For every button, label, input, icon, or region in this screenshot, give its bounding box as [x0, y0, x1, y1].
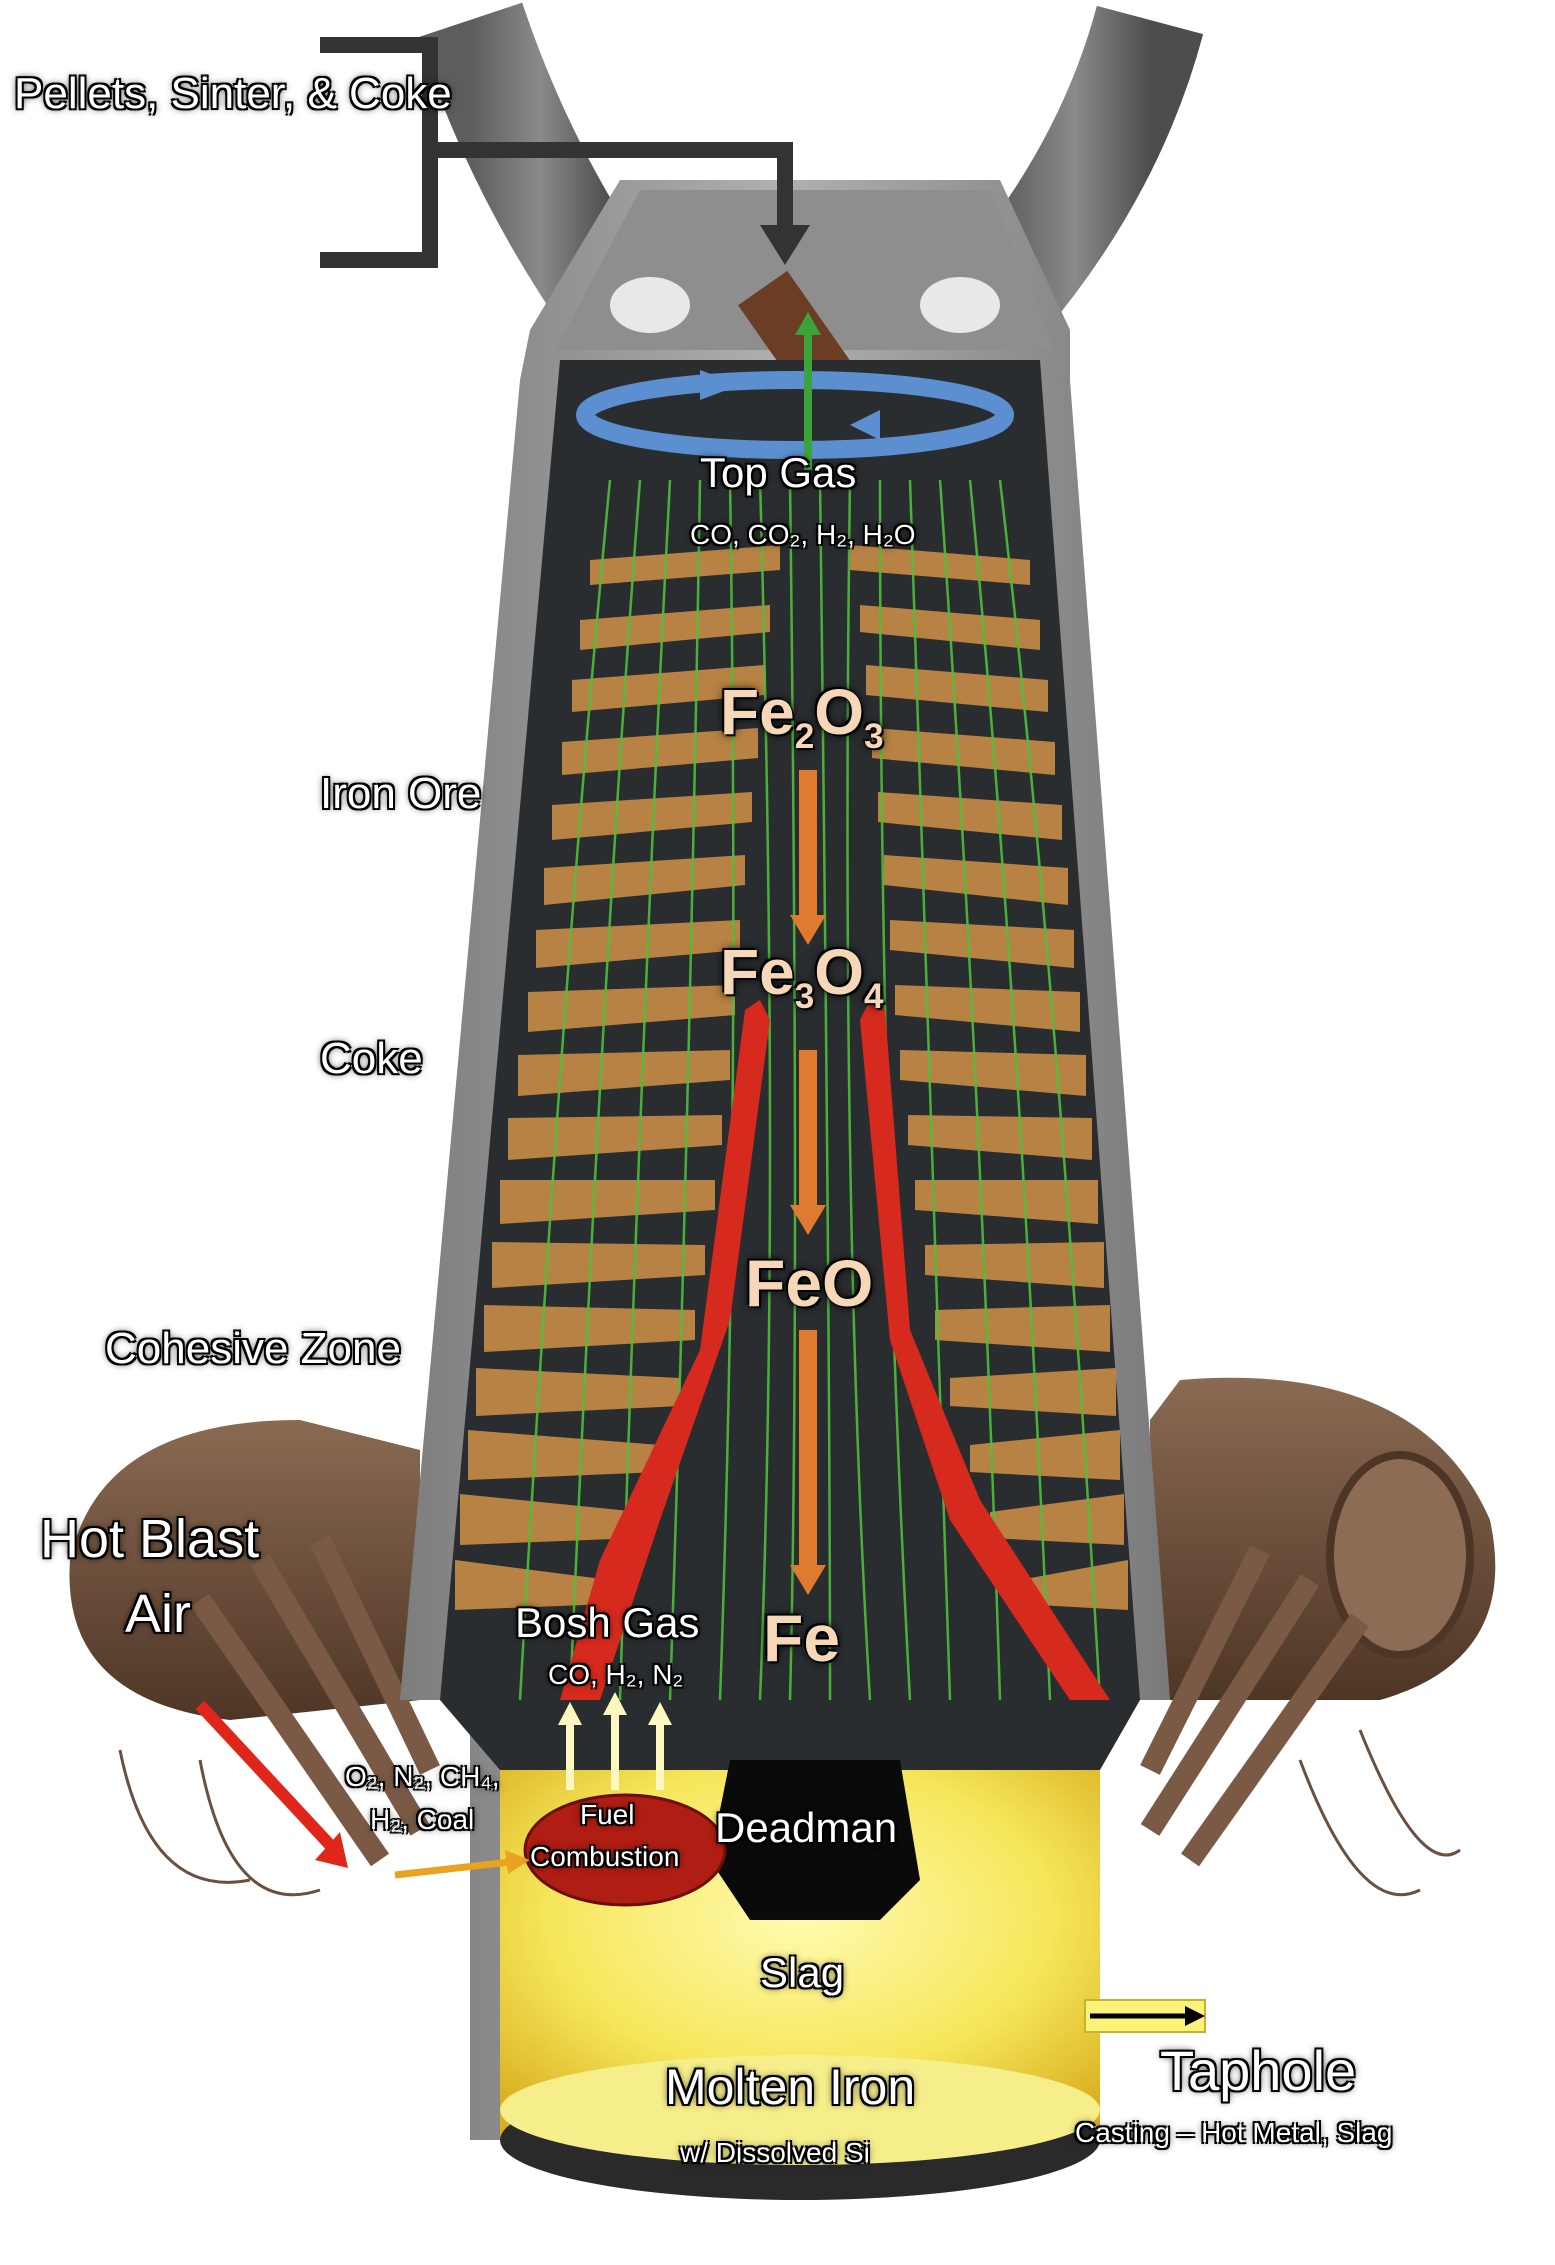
- blast-species-line2: H₂, Coal: [370, 1804, 475, 1835]
- fuel-combustion-line1: Fuel: [580, 1799, 635, 1830]
- chem-wustite: FeO: [745, 1246, 874, 1320]
- hot-blast-arrow: [195, 1700, 335, 1850]
- bosh-gas-label: Bosh Gas: [515, 1599, 700, 1646]
- burden-rotation-arrows: [576, 370, 1014, 459]
- molten-iron-label: Molten Iron: [665, 2059, 916, 2115]
- bosh-gas-species: CO, H₂, N₂: [548, 1659, 684, 1690]
- iron-ore-layers-right: [850, 545, 1128, 1610]
- furnace-interior: [440, 360, 1140, 1770]
- fuel-combustion-zone: [523, 1793, 727, 1907]
- iron-ore-label: Iron Ore: [320, 769, 482, 818]
- tuyere-arrow: [394, 1858, 511, 1879]
- blast-species-line1: O₂, N₂, CH₄,: [345, 1761, 500, 1792]
- slag-label: Slag: [760, 1949, 845, 1996]
- chem-hematite: Fe2O3: [720, 676, 884, 756]
- deadman: [710, 1760, 920, 1920]
- gas-flow-lines: [518, 479, 1102, 1701]
- cohesive-zone: [560, 1000, 1110, 1700]
- deadman-label: Deadman: [715, 1804, 898, 1851]
- hot-blast-label-line1: Hot Blast: [40, 1509, 260, 1569]
- taphole-sub: Casting – Hot Metal, Slag: [1075, 2117, 1393, 2148]
- feed-bracket: [320, 37, 793, 268]
- taphole-label: Taphole: [1160, 2039, 1357, 2102]
- chem-magnetite: Fe3O4: [720, 936, 884, 1016]
- fuel-combustion-line2: Combustion: [530, 1841, 680, 1872]
- coke-label: Coke: [320, 1034, 423, 1083]
- cohesive-zone-label: Cohesive Zone: [105, 1324, 401, 1373]
- bustle-pipe-right: [1140, 1377, 1496, 1897]
- top-gas-species: CO, CO₂, H₂, H₂O: [690, 519, 916, 550]
- hot-blast-label-line2: Air: [125, 1584, 191, 1644]
- chem-iron: Fe: [763, 1601, 841, 1675]
- top-gas-label: Top Gas: [700, 449, 857, 496]
- bustle-pipe-left: [69, 1420, 440, 1897]
- bosh-gas-arrows: [566, 1710, 664, 1790]
- molten-iron-sub: w/ Dissolved Si: [680, 2137, 870, 2168]
- feed-label: Pellets, Sinter, & Coke: [14, 69, 452, 118]
